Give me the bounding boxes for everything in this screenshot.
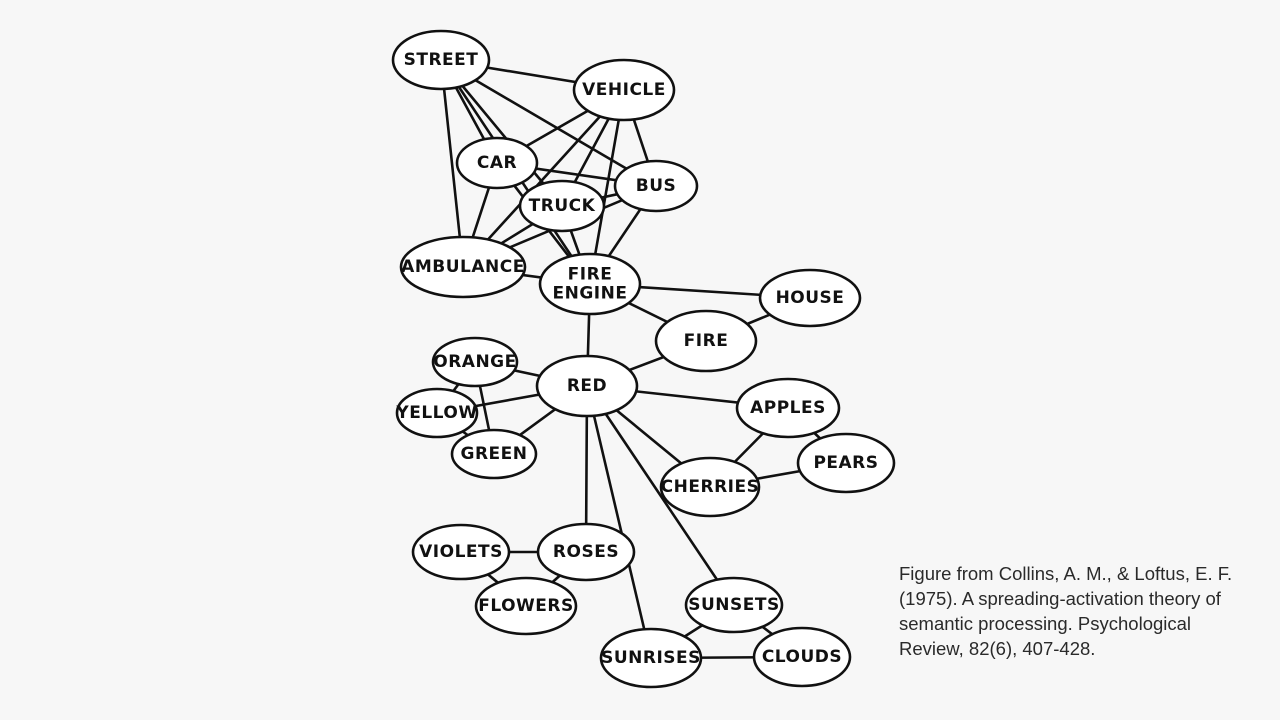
node-apples: APPLES	[735, 377, 841, 439]
node-yellow-ellipse	[395, 387, 479, 439]
node-house-ellipse	[758, 268, 862, 328]
node-flowers: FLOWERS	[474, 576, 578, 636]
node-car: CAR	[455, 136, 539, 190]
node-house: HOUSE	[758, 268, 862, 328]
node-apples-label: APPLES	[750, 398, 826, 418]
node-pears-ellipse	[796, 432, 896, 494]
node-fire: FIRE	[654, 309, 758, 373]
node-fire-label: FIRE	[684, 331, 729, 351]
node-roses-label: ROSES	[553, 542, 619, 562]
node-sunsets: SUNSETS	[684, 576, 784, 634]
node-car-label: CAR	[477, 153, 517, 173]
edge-red-sunsets	[585, 384, 736, 607]
node-green: GREEN	[450, 428, 538, 480]
node-fire-ellipse	[654, 309, 758, 373]
node-ambulance-ellipse	[399, 235, 527, 299]
node-cherries-label: CHERRIES	[661, 477, 760, 497]
edge-red-sunrises	[585, 384, 653, 660]
edge-vehicle-fire-engine	[588, 88, 626, 286]
node-clouds-ellipse	[752, 626, 852, 688]
node-sunrises: SUNRISES	[599, 627, 703, 689]
node-bus-label: BUS	[636, 176, 677, 196]
node-vehicle-ellipse	[572, 58, 676, 122]
node-truck-label: TRUCK	[529, 196, 596, 216]
node-fire-engine-label: FIRE	[568, 265, 613, 285]
node-flowers-ellipse	[474, 576, 578, 636]
node-red-label: RED	[567, 376, 607, 396]
node-green-ellipse	[450, 428, 538, 480]
node-fire-engine-ellipse	[538, 252, 642, 316]
node-yellow: YELLOW	[395, 387, 479, 439]
node-red: RED	[535, 354, 639, 418]
edge-vehicle-ambulance	[461, 88, 626, 269]
node-bus: BUS	[613, 159, 699, 213]
node-roses: ROSES	[536, 522, 636, 582]
node-orange: ORANGE	[431, 336, 519, 388]
node-clouds: CLOUDS	[752, 626, 852, 688]
node-vehicle-label: VEHICLE	[582, 80, 666, 100]
node-orange-ellipse	[431, 336, 519, 388]
edge-street-ambulance	[439, 58, 465, 269]
node-clouds-label: CLOUDS	[762, 647, 842, 667]
node-cherries-ellipse	[659, 456, 761, 518]
node-sunrises-label: SUNRISES	[601, 648, 701, 668]
node-red-ellipse	[535, 354, 639, 418]
edge-street-bus	[439, 58, 658, 188]
node-pears: PEARS	[796, 432, 896, 494]
node-green-label: GREEN	[461, 444, 528, 464]
figure-caption: Figure from Collins, A. M., & Loftus, E.…	[899, 563, 1233, 659]
node-cherries: CHERRIES	[659, 456, 761, 518]
node-violets: VIOLETS	[411, 523, 511, 581]
node-vehicle: VEHICLE	[572, 58, 676, 122]
node-house-label: HOUSE	[776, 288, 845, 308]
node-street-label: STREET	[404, 50, 479, 70]
node-street-ellipse	[391, 29, 491, 91]
node-car-ellipse	[455, 136, 539, 190]
node-ambulance-label: AMBULANCE	[401, 257, 525, 277]
node-ambulance: AMBULANCE	[399, 235, 527, 299]
node-violets-ellipse	[411, 523, 511, 581]
node-fire-engine-label: ENGINE	[553, 284, 628, 304]
node-yellow-label: YELLOW	[395, 403, 477, 423]
node-roses-ellipse	[536, 522, 636, 582]
node-apples-ellipse	[735, 377, 841, 439]
node-truck-ellipse	[518, 179, 606, 233]
node-pears-label: PEARS	[813, 453, 878, 473]
node-violets-label: VIOLETS	[419, 542, 503, 562]
node-sunsets-label: SUNSETS	[688, 595, 779, 615]
node-sunsets-ellipse	[684, 576, 784, 634]
node-bus-ellipse	[613, 159, 699, 213]
node-flowers-label: FLOWERS	[478, 596, 574, 616]
node-orange-label: ORANGE	[433, 352, 517, 372]
node-truck: TRUCK	[518, 179, 606, 233]
node-sunrises-ellipse	[599, 627, 703, 689]
node-street: STREET	[391, 29, 491, 91]
